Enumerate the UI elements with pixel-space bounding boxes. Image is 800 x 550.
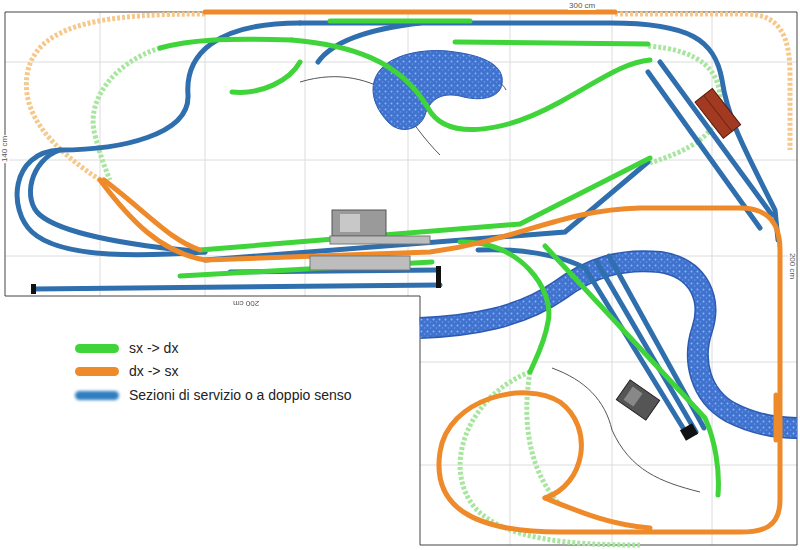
baseboard-outline [5,12,797,545]
buffer-stop [680,423,698,440]
legend-text: Sezioni di servizio o a doppio senso [129,387,352,403]
legend-text: dx -> sx [129,363,178,379]
legend-row: Sezioni di servizio o a doppio senso [75,387,352,403]
legend-row: dx -> sx [75,363,178,379]
right-to-left-tracks [100,12,780,532]
dimension-label: 300 cm [568,2,596,10]
contour-lines [300,73,700,492]
depot-building [695,89,741,139]
hidden-tracks [26,14,790,545]
legend-swatch [75,391,119,400]
legend-swatch [75,344,119,353]
legend-text: sx -> dx [129,340,178,356]
buffer-stop [436,266,441,288]
house [616,380,659,420]
station-buildings [310,210,430,270]
dimension-label: 200 cm [788,252,796,280]
legend-swatch [75,367,119,376]
dimension-label: 140 cm [1,135,9,163]
dimension-label: 200 cm [232,299,260,307]
legend-row: sx -> dx [75,340,178,356]
grid [5,12,797,545]
buffer-stop [31,284,36,294]
